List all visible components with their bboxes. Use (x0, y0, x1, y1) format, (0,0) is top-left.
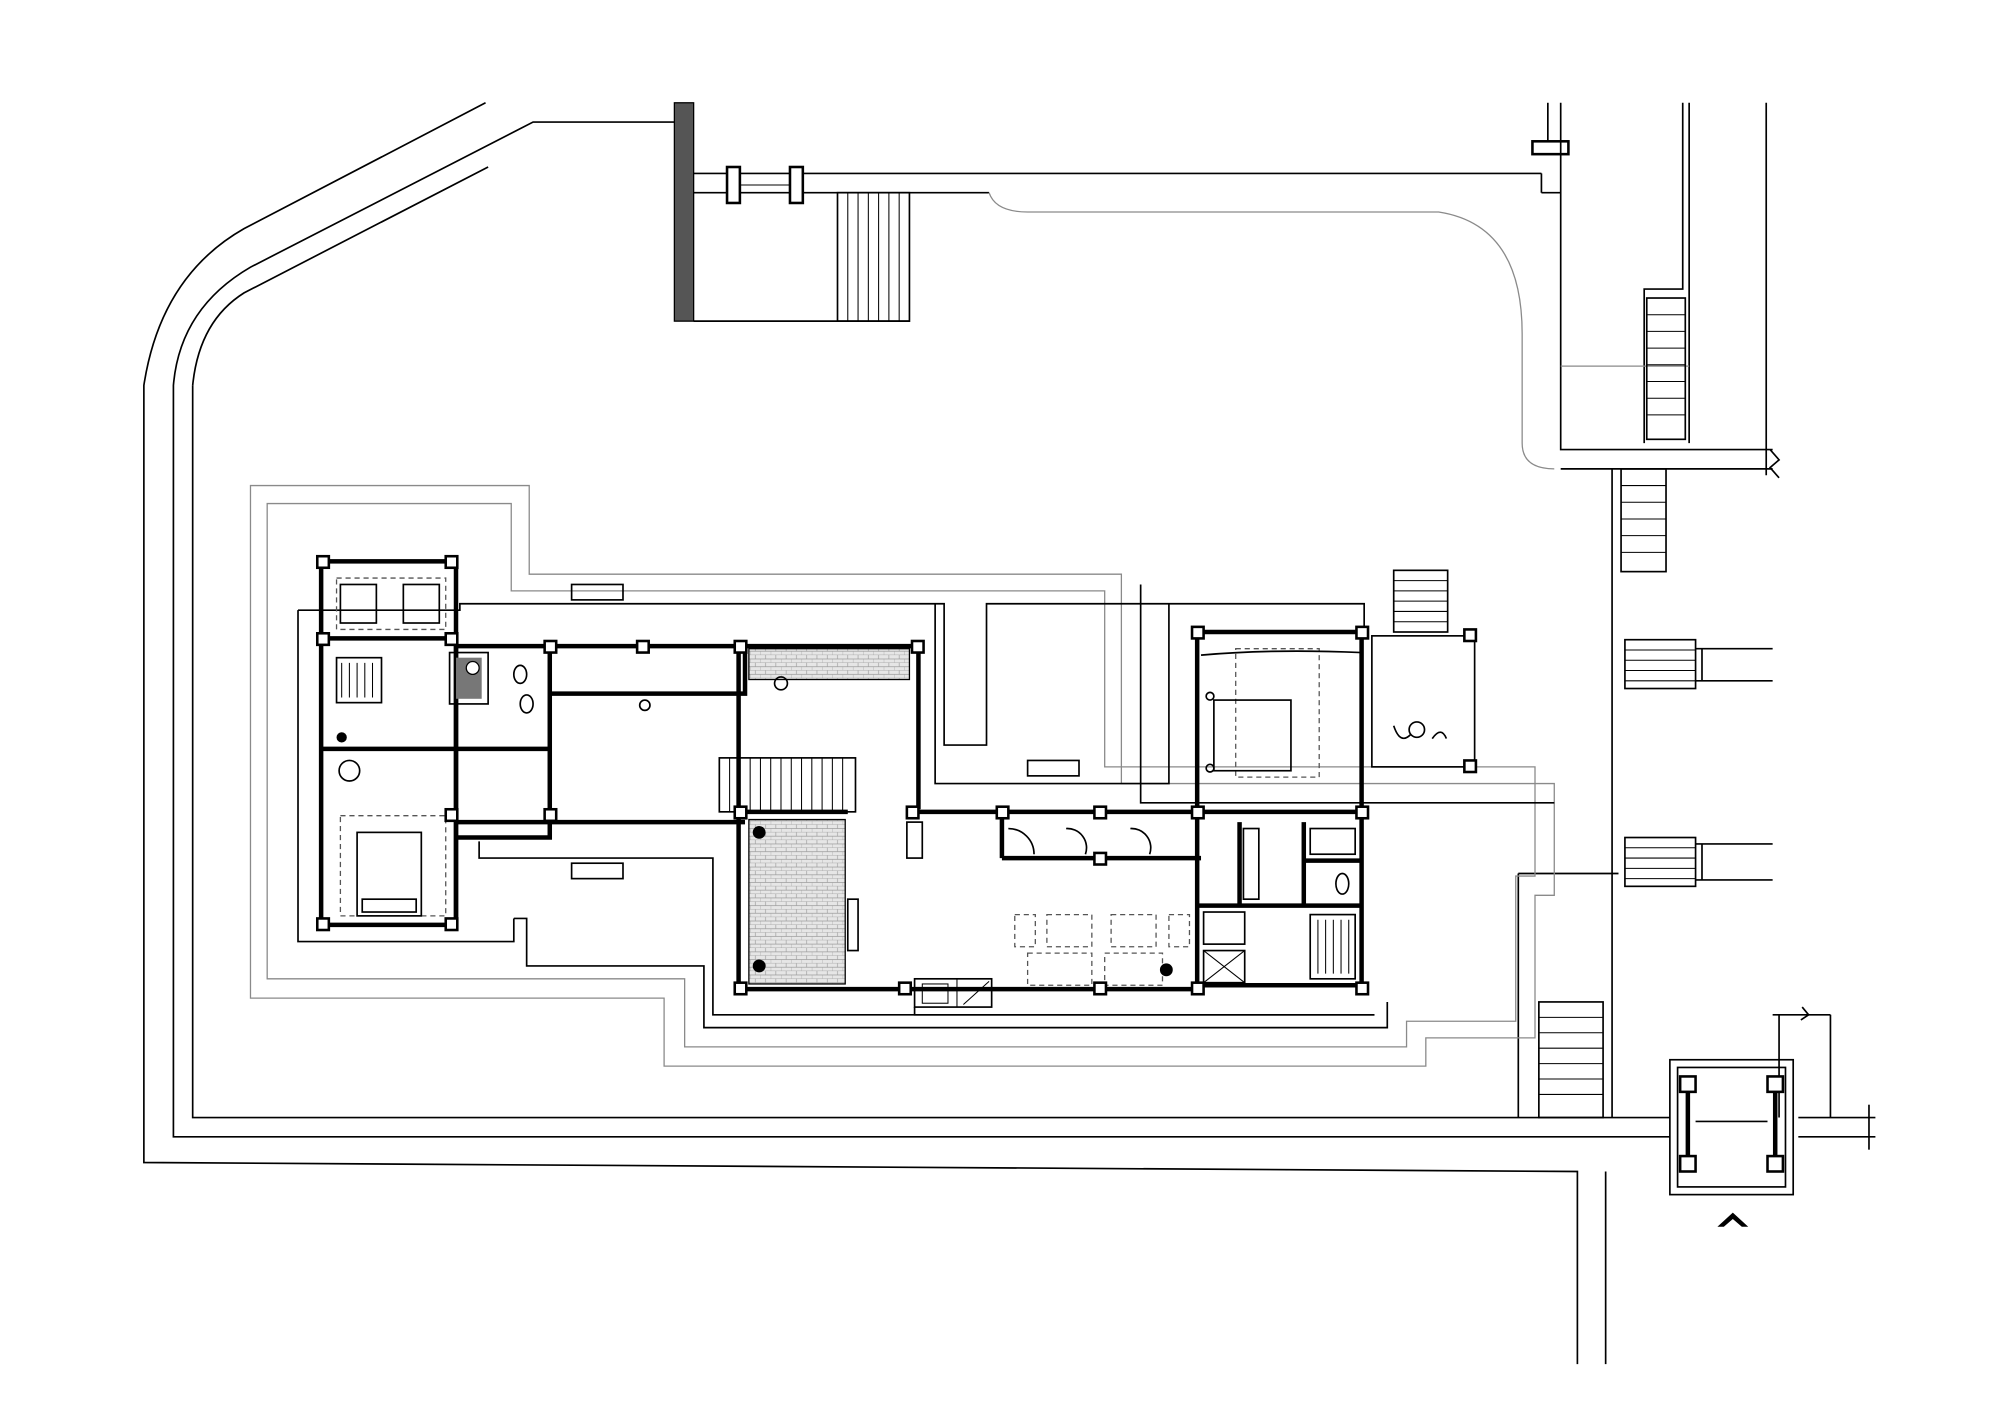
west-wing (318, 559, 459, 928)
stairs-east-2 (1620, 468, 1667, 573)
east-structures (1517, 102, 1832, 1119)
stairs-north (836, 191, 911, 322)
stairs-terrace (1392, 569, 1449, 633)
site-boundary (143, 102, 1876, 1365)
main-stairs (718, 757, 857, 813)
east-wing (1194, 629, 1364, 988)
stairs-east-4 (1624, 836, 1773, 888)
north-terrace (673, 102, 1570, 470)
stairs-east-3 (1624, 638, 1773, 690)
living-block (736, 809, 1375, 1016)
entrance-arrow-icon (1717, 1212, 1749, 1227)
columns (315, 554, 1478, 996)
central-north-wing (448, 643, 921, 840)
gate-north (725, 165, 805, 205)
stairs-east-1 (1645, 297, 1687, 441)
terrace-outlines (249, 484, 1555, 1067)
east-pavilion (1371, 635, 1476, 768)
gate-pavilion (1669, 1058, 1795, 1227)
stairs-southeast (1538, 1001, 1604, 1119)
